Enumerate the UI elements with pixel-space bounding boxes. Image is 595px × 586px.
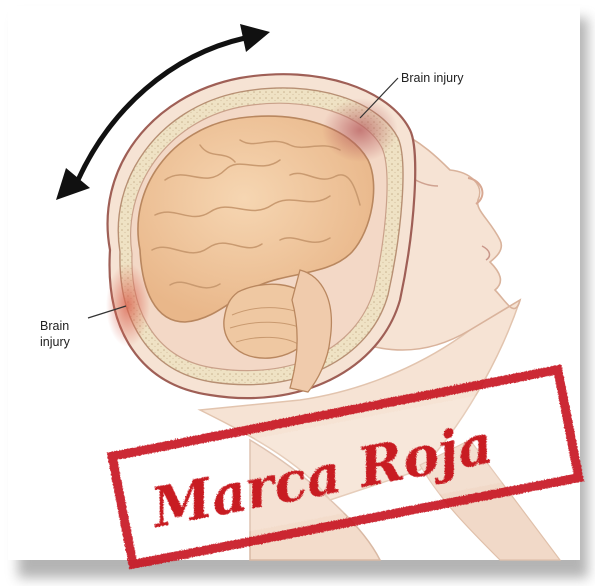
- label-brain-injury-side-line2: injury: [40, 335, 71, 349]
- injury-area-side: [106, 263, 150, 347]
- label-brain-injury-top: Brain injury: [401, 71, 464, 85]
- label-brain-injury-side-line1: Brain: [40, 319, 69, 333]
- injury-area-top: [322, 98, 398, 162]
